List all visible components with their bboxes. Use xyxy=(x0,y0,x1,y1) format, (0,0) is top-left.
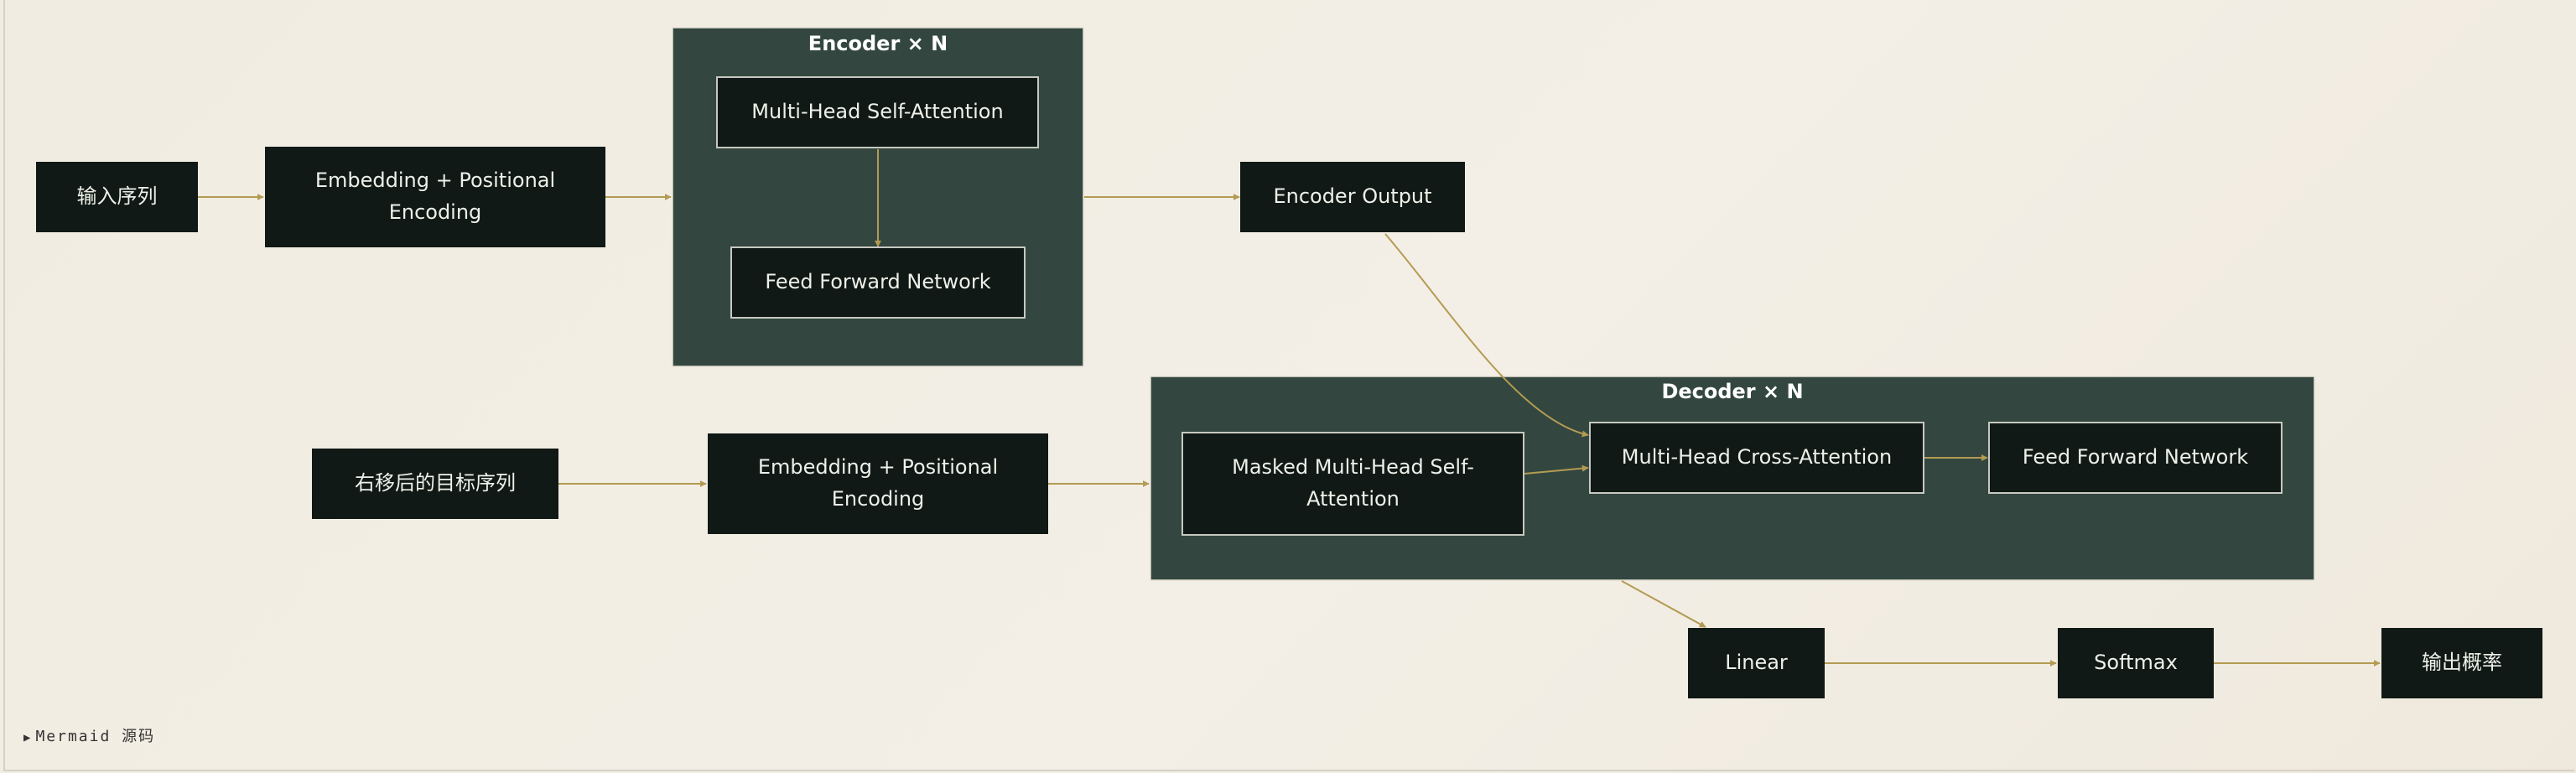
edge-decoder-to-linear xyxy=(1621,580,1706,628)
node-encoder-output: Encoder Output xyxy=(1240,162,1465,232)
node-encoder-self-attention-label: Multi-Head Self-Attention xyxy=(751,100,1003,123)
edge-masked-to-cross-attention xyxy=(1524,464,1589,475)
node-input-sequence: 输入序列 xyxy=(36,162,198,232)
node-softmax: Softmax xyxy=(2058,628,2214,698)
node-masked-self-attention-label-line1: Masked Multi-Head Self- xyxy=(1232,455,1474,479)
node-encoder-feed-forward-label: Feed Forward Network xyxy=(765,270,990,293)
node-embedding-decoder: Embedding + Positional Encoding xyxy=(708,433,1048,534)
node-embedding-decoder-label-line1: Embedding + Positional xyxy=(758,455,998,479)
node-encoder-output-label: Encoder Output xyxy=(1273,184,1431,208)
node-input-sequence-label: 输入序列 xyxy=(77,184,158,208)
node-embedding-decoder-label-line2: Encoding xyxy=(832,487,925,511)
edges xyxy=(198,149,2381,667)
node-embedding-encoder-label-line2: Encoding xyxy=(389,200,482,224)
node-masked-self-attention-label-line2: Attention xyxy=(1306,487,1400,511)
node-embedding-encoder: Embedding + Positional Encoding xyxy=(265,147,605,247)
node-shifted-target: 右移后的目标序列 xyxy=(312,449,558,519)
node-cross-attention-label: Multi-Head Cross-Attention xyxy=(1622,445,1892,469)
node-linear-label: Linear xyxy=(1725,651,1788,674)
node-masked-self-attention: Masked Multi-Head Self- Attention xyxy=(1182,432,1524,536)
node-output-probabilities-label: 输出概率 xyxy=(2422,651,2502,674)
edge-output-to-cross-attention xyxy=(1384,233,1589,438)
disclosure-triangle-icon: ▶ xyxy=(23,731,33,744)
mermaid-source-label: Mermaid 源码 xyxy=(35,728,156,745)
mermaid-source-toggle[interactable]: ▶Mermaid 源码 xyxy=(23,724,155,746)
node-encoder-feed-forward: Feed Forward Network xyxy=(730,246,1026,319)
diagram-frame xyxy=(3,0,2574,771)
node-cross-attention: Multi-Head Cross-Attention xyxy=(1589,422,1924,494)
node-encoder-self-attention: Multi-Head Self-Attention xyxy=(716,76,1039,148)
node-shifted-target-label: 右移后的目标序列 xyxy=(355,471,516,495)
node-decoder-feed-forward-label: Feed Forward Network xyxy=(2023,445,2248,469)
encoder-cluster-title: Encoder × N xyxy=(808,32,948,55)
decoder-cluster-title: Decoder × N xyxy=(1661,380,1803,403)
node-decoder-feed-forward: Feed Forward Network xyxy=(1988,422,2283,494)
node-linear: Linear xyxy=(1688,628,1825,698)
node-embedding-encoder-label-line1: Embedding + Positional xyxy=(315,169,555,192)
node-softmax-label: Softmax xyxy=(2094,651,2178,674)
node-output-probabilities: 输出概率 xyxy=(2381,628,2542,698)
